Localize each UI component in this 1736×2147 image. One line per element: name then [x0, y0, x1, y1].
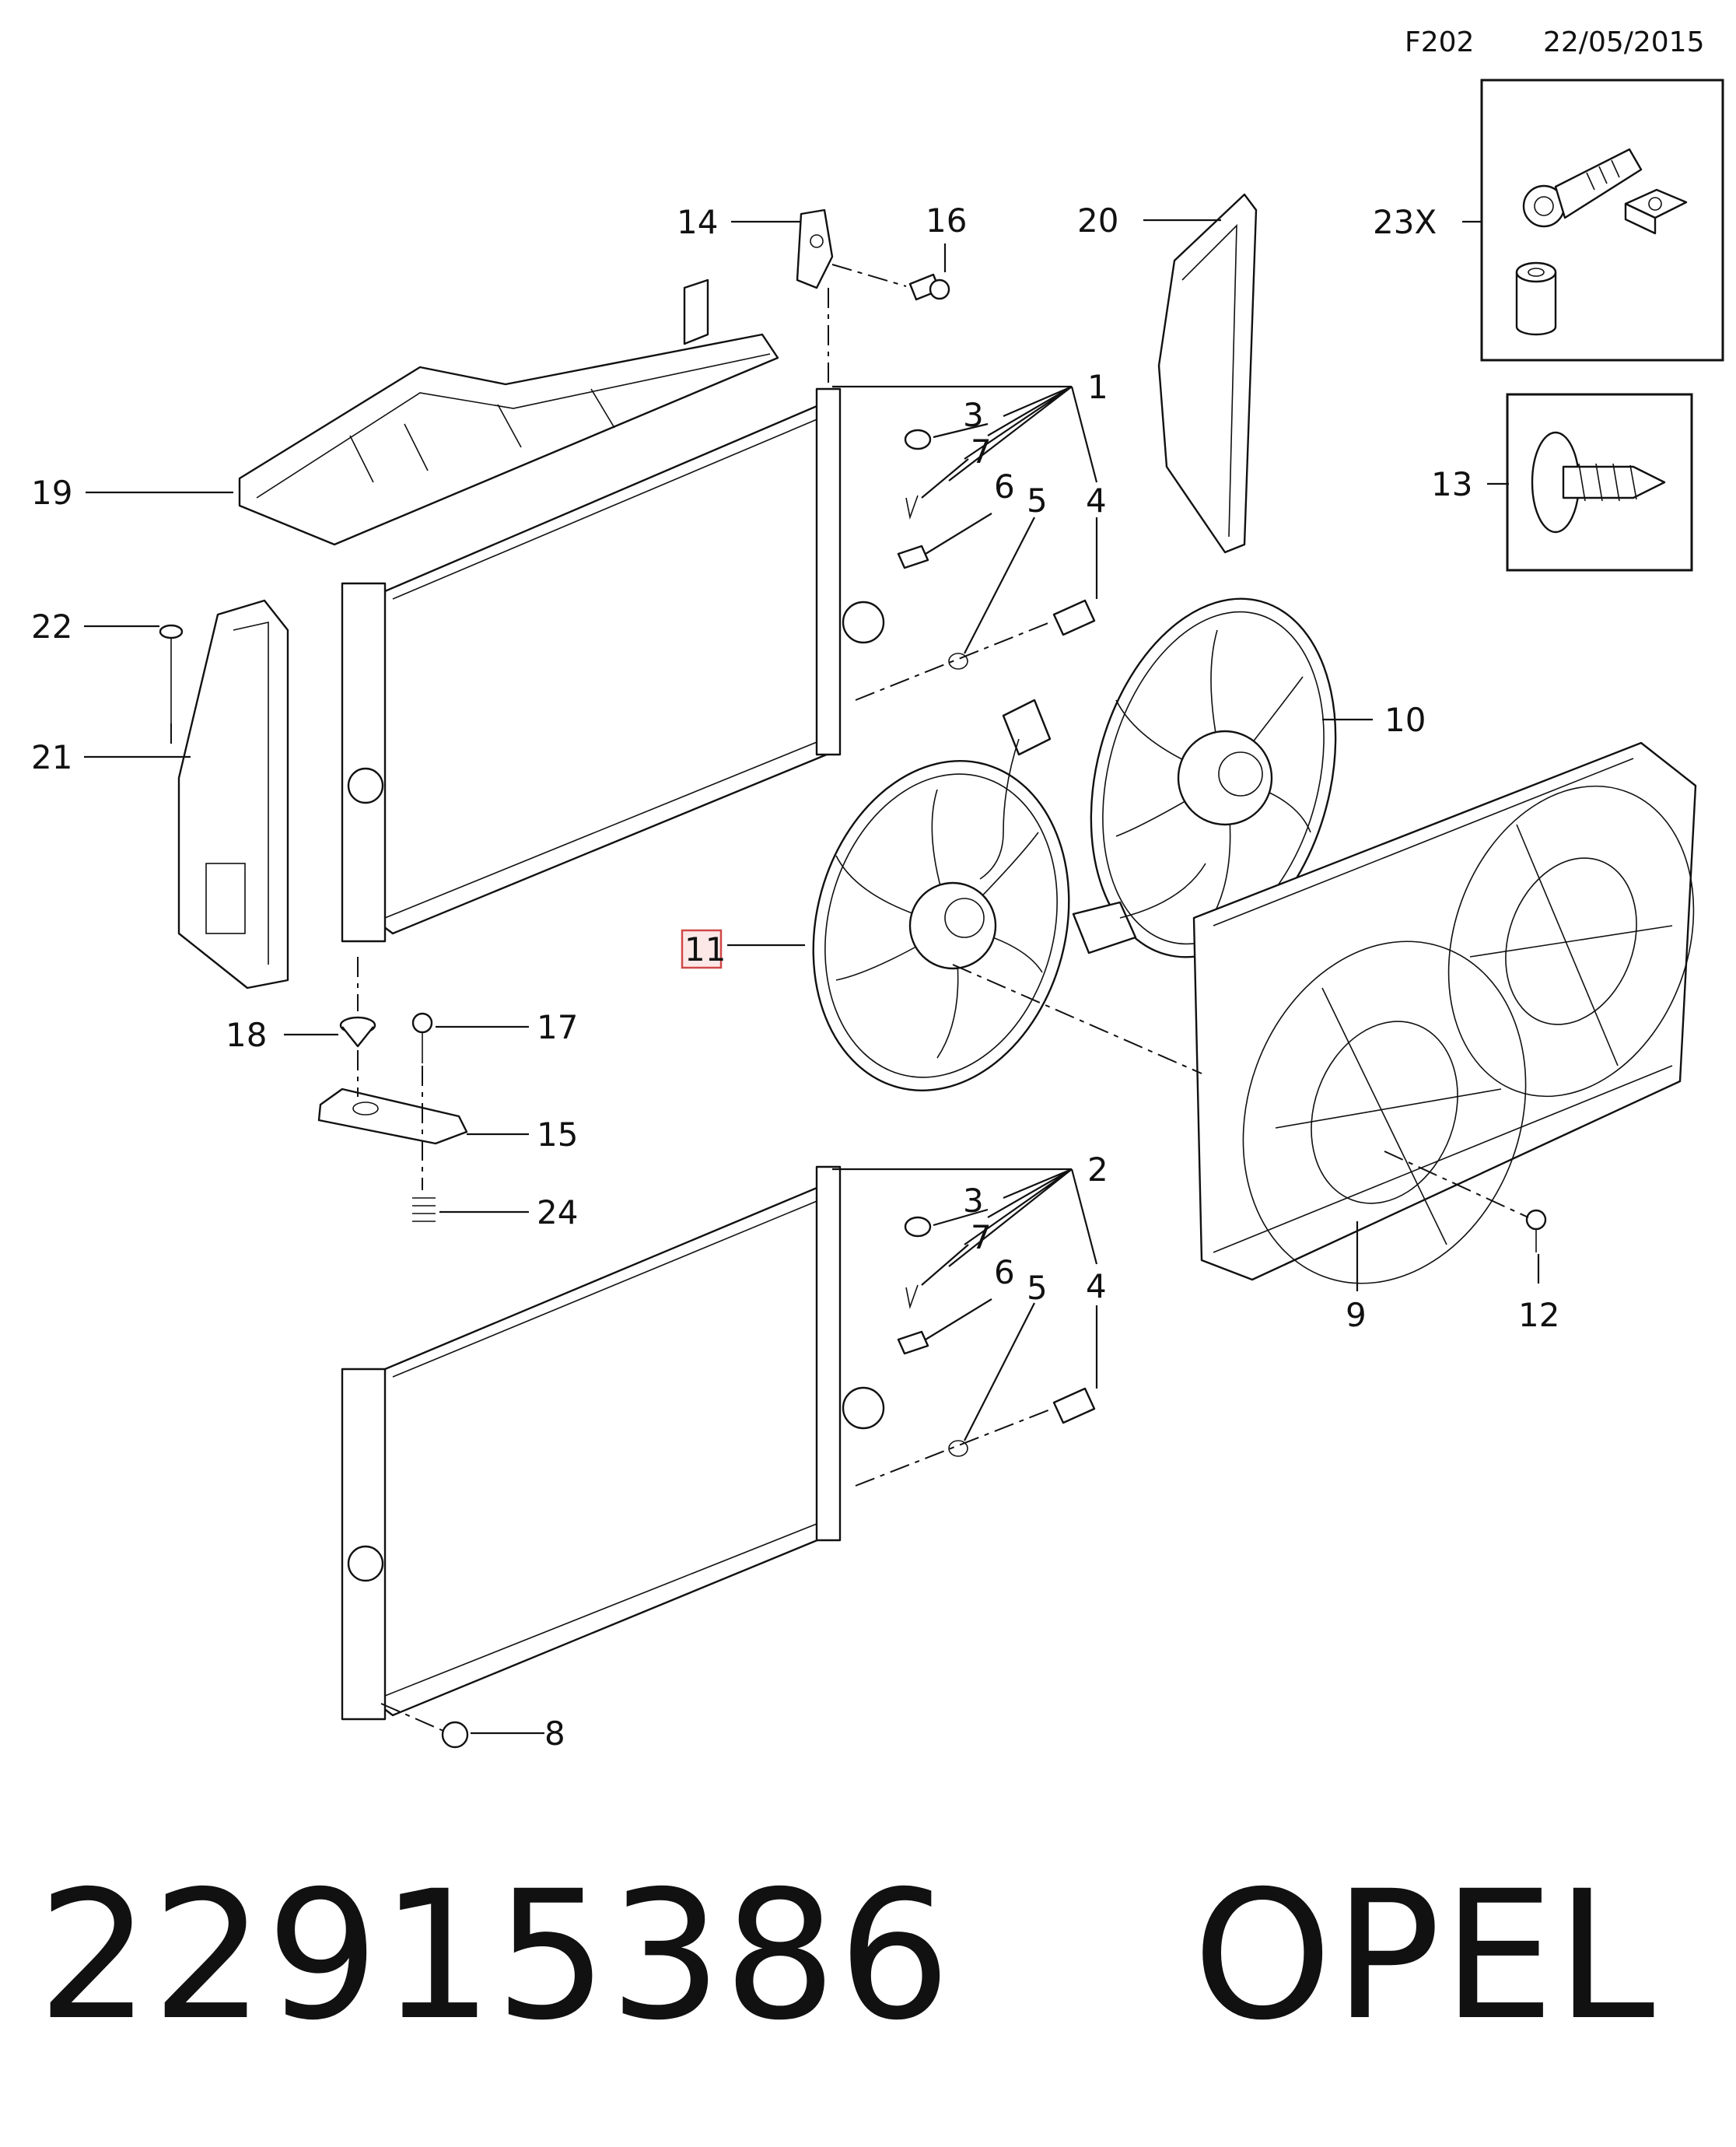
clip-3-upper	[904, 429, 932, 450]
bolt-17	[411, 1012, 433, 1063]
callout-2: 2	[1087, 1151, 1108, 1189]
brand-name: OPEL	[1192, 1852, 1657, 2059]
diagram-code: F202	[1405, 26, 1475, 58]
detail-box-23x	[1480, 79, 1724, 362]
assembly-line-bracket15	[357, 1050, 423, 1190]
callout-19: 19	[31, 474, 72, 512]
radiator-1	[341, 387, 885, 943]
plug-4-lower	[1052, 1387, 1096, 1424]
callout-7-upper: 7	[971, 433, 992, 471]
callout-23x: 23X	[1373, 203, 1437, 241]
fan-shroud-9	[1192, 741, 1697, 1284]
assembly-line-shroud-screw	[1384, 1151, 1529, 1218]
callout-5-upper: 5	[1027, 482, 1048, 520]
bolt-16	[908, 273, 950, 301]
callout-3-lower: 3	[963, 1182, 984, 1220]
callout-22: 22	[31, 608, 72, 646]
callout-13: 13	[1431, 465, 1472, 503]
footer-label: 22915386 OPEL	[37, 1867, 1657, 2044]
callout-17: 17	[537, 1008, 578, 1046]
callout-6-lower: 6	[994, 1253, 1015, 1291]
callout-11: 11	[684, 930, 726, 968]
spring-24	[412, 1197, 436, 1222]
callout-4-lower: 4	[1086, 1267, 1107, 1305]
assembly-line-plug-upper	[855, 622, 1051, 701]
callout-21: 21	[31, 738, 72, 776]
callout-12: 12	[1518, 1296, 1559, 1334]
bracket-15	[317, 1088, 468, 1145]
callout-9: 9	[1346, 1296, 1367, 1334]
push-pin-22	[159, 624, 184, 723]
rubber-mount-18	[339, 1016, 376, 1048]
callout-6-upper: 6	[994, 468, 1015, 506]
plug-4-upper	[1052, 599, 1096, 636]
callout-3-upper: 3	[963, 396, 984, 434]
callout-20: 20	[1077, 201, 1118, 240]
nut-8	[441, 1721, 469, 1749]
highlight-box-11	[681, 929, 723, 969]
callout-5-lower: 5	[1027, 1269, 1048, 1307]
screw-12	[1525, 1209, 1547, 1252]
callout-7-lower: 7	[971, 1218, 992, 1256]
callout-18: 18	[226, 1016, 267, 1054]
leader-lines	[84, 219, 1540, 1735]
fan-11	[812, 699, 1070, 1091]
square-nut-icon	[1624, 188, 1688, 235]
upper-bracket-14	[796, 208, 834, 289]
diagram-date: 22/05/2015	[1543, 26, 1705, 58]
detail-box-13	[1506, 393, 1693, 572]
clip-7-lower	[905, 1284, 919, 1309]
callout-14: 14	[677, 203, 718, 241]
callout-24: 24	[537, 1193, 578, 1231]
screw-13-icon	[1531, 431, 1666, 534]
radiator-2	[341, 1165, 885, 1721]
o-ring-5-lower	[948, 1440, 968, 1457]
fan-10	[1072, 597, 1337, 958]
air-deflector-19	[238, 278, 779, 546]
drain-plug-6-upper	[897, 545, 929, 569]
part-number: 22915386	[37, 1852, 953, 2059]
callout-15: 15	[537, 1116, 578, 1154]
spacer-sleeve-icon	[1515, 261, 1557, 336]
o-ring-5-upper	[948, 653, 968, 670]
callout-8: 8	[544, 1714, 565, 1753]
side-shroud-21	[177, 599, 289, 989]
clip-3-lower	[904, 1216, 932, 1238]
assembly-line-bolt16	[831, 264, 907, 287]
callout-1: 1	[1087, 368, 1108, 406]
callout-labels: 1 2 3 3 4 4 5 5 6 6 7 7 8 9 10 11 12 13 …	[31, 201, 1559, 1753]
assembly-line-fan-to-shroud	[952, 964, 1202, 1074]
callout-4-upper: 4	[1086, 482, 1107, 520]
assembly-line-plug-lower	[855, 1409, 1051, 1487]
bolt-icon	[1522, 148, 1643, 228]
side-deflector-20	[1157, 193, 1258, 554]
callout-10: 10	[1384, 701, 1426, 739]
clip-7-upper	[905, 495, 919, 520]
callout-16: 16	[926, 201, 967, 240]
drain-plug-6-lower	[897, 1330, 929, 1355]
assembly-line-nut8	[380, 1703, 444, 1732]
